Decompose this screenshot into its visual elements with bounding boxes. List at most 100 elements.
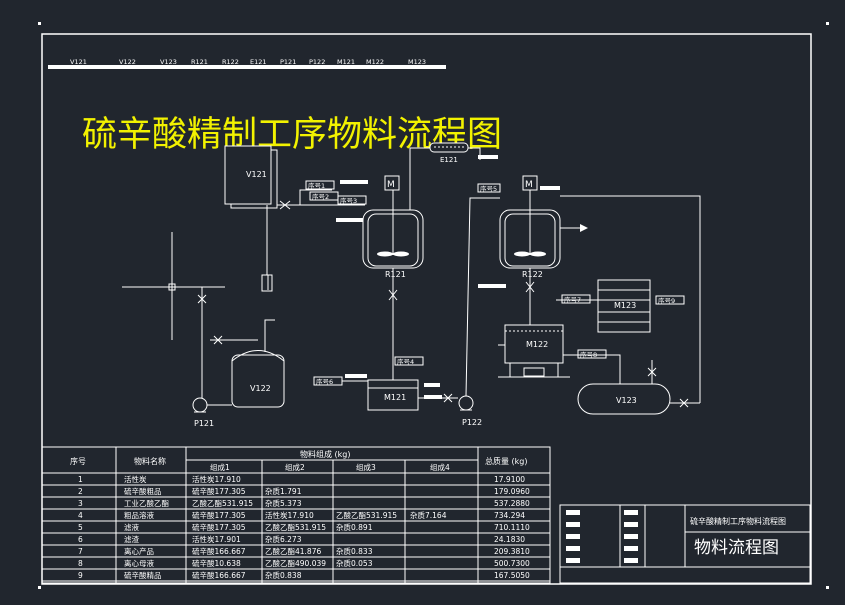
table-header-total: 总质量 (kg) [485, 456, 528, 466]
valve-v123-icon [679, 398, 689, 408]
label-m123: M123 [614, 301, 636, 310]
table-cell-c2: 杂质1.791 [265, 486, 302, 496]
table-sub-header: 组成3 [356, 462, 376, 472]
motor-r121-icon [384, 175, 400, 191]
table-cell-no: 5 [78, 523, 83, 532]
pipe-m122-to-v123 [563, 354, 621, 385]
flow-label-bar [424, 395, 442, 399]
table-cell-no: 4 [78, 511, 83, 520]
table-sub-header: 组成4 [430, 462, 450, 472]
table-cell-name: 硫辛酸粗品 [124, 486, 162, 496]
table-cell-c1: 硫辛酸10.638 [192, 558, 241, 568]
tank-v122 [231, 354, 285, 408]
valve-vent-icon [647, 367, 657, 377]
table-cell-c1: 硫辛酸166.667 [192, 570, 246, 580]
table-cell-name: 活性炭 [124, 474, 147, 484]
pipe-v121-out [277, 189, 332, 206]
table-cell-no: 2 [78, 487, 83, 496]
table-header-name: 物料名称 [134, 456, 166, 466]
valve-m121-icon [443, 393, 453, 403]
title-block-cell-mark [624, 546, 638, 551]
table-cell-no: 8 [78, 559, 83, 568]
stream-tag-5: 序号5 [480, 184, 497, 193]
label-v123: V123 [616, 396, 637, 405]
legend-tag: P122 [309, 58, 325, 66]
frame-corner-mark [826, 22, 829, 25]
table-cell-name: 工业乙酸乙酯 [124, 498, 169, 508]
title-block-cell-mark [566, 558, 580, 563]
tank-v122-head [231, 350, 285, 362]
label-e121: E121 [440, 156, 458, 164]
stream-tag-4: 序号4 [397, 357, 414, 366]
table-cell-no: 3 [78, 499, 83, 508]
table-header-seq: 序号 [70, 456, 86, 466]
table-cell-total: 209.3810 [494, 547, 530, 556]
filter-m121 [367, 379, 419, 411]
title-block-cell-mark [566, 534, 580, 539]
valve-r122-icon [525, 281, 535, 293]
table-cell-c1: 活性炭17.901 [192, 534, 241, 544]
table-cell-total: 17.9100 [494, 475, 525, 484]
arrow-icon [580, 224, 588, 232]
frame-corner-mark [38, 586, 41, 589]
table-cell-c1: 硫辛酸177.305 [192, 510, 246, 520]
pump-p121-icon [192, 397, 208, 413]
table-cell-c3: 杂质0.053 [336, 558, 373, 568]
title-block-cell-mark [624, 510, 638, 515]
table-cell-name: 离心母液 [124, 558, 154, 568]
legend-tag: M122 [366, 58, 384, 66]
stream-tag-3: 序号3 [340, 196, 357, 205]
table-cell-c2: 乙酸乙酯41.876 [265, 546, 321, 556]
pipe-return-line [560, 195, 701, 403]
stream-tag-1: 序号1 [308, 181, 325, 190]
valve-p121-icon [197, 294, 207, 304]
title-block-cells [566, 510, 638, 563]
title-block-cell-mark [566, 522, 580, 527]
table-cell-c1: 硫辛酸177.305 [192, 522, 246, 532]
table-cell-total: 710.1110 [494, 523, 530, 532]
table-cell-name: 硫辛酸精品 [124, 570, 162, 580]
stream-tag-2: 序号2 [312, 192, 329, 201]
frame-corner-mark [38, 22, 41, 25]
legend-strip [48, 65, 446, 69]
table-row-lines [42, 484, 550, 582]
title-block-cell-mark [624, 522, 638, 527]
pump-p122-icon [458, 395, 474, 411]
table-cell-no: 9 [78, 571, 83, 580]
label-r121: R121 [385, 270, 406, 279]
table-cell-no: 6 [78, 535, 83, 544]
sight-glass-icon [261, 274, 273, 292]
label-v122: V122 [250, 384, 271, 393]
table-cell-c1: 硫辛酸166.667 [192, 546, 246, 556]
table-cell-c3: 乙酸乙酯531.915 [336, 510, 397, 520]
flow-label-bar [540, 186, 560, 190]
table-cell-c1: 硫辛酸177.305 [192, 486, 246, 496]
table-header-group: 物料组成 (kg) [300, 449, 351, 459]
table-cell-no: 1 [78, 475, 83, 484]
valve-v122-icon [213, 335, 223, 345]
tag-box [305, 180, 335, 190]
table-cell-c1: 乙酸乙酯531.915 [192, 498, 253, 508]
legend-tag: R122 [222, 58, 239, 66]
motor-r122-label: M [525, 180, 533, 190]
valve-v121-icon [279, 200, 291, 210]
flow-label-bar [336, 218, 364, 222]
tag-box [337, 195, 367, 205]
table-cell-c2: 杂质0.838 [265, 570, 302, 580]
tank-v123 [577, 383, 671, 415]
legend-tag: R121 [191, 58, 208, 66]
table-cell-c2: 杂质5.373 [265, 498, 302, 508]
table-cell-name: 离心产品 [124, 546, 154, 556]
table-cell-total: 734.294 [494, 511, 525, 520]
label-m121: M121 [384, 393, 406, 402]
tag-box [477, 183, 501, 193]
